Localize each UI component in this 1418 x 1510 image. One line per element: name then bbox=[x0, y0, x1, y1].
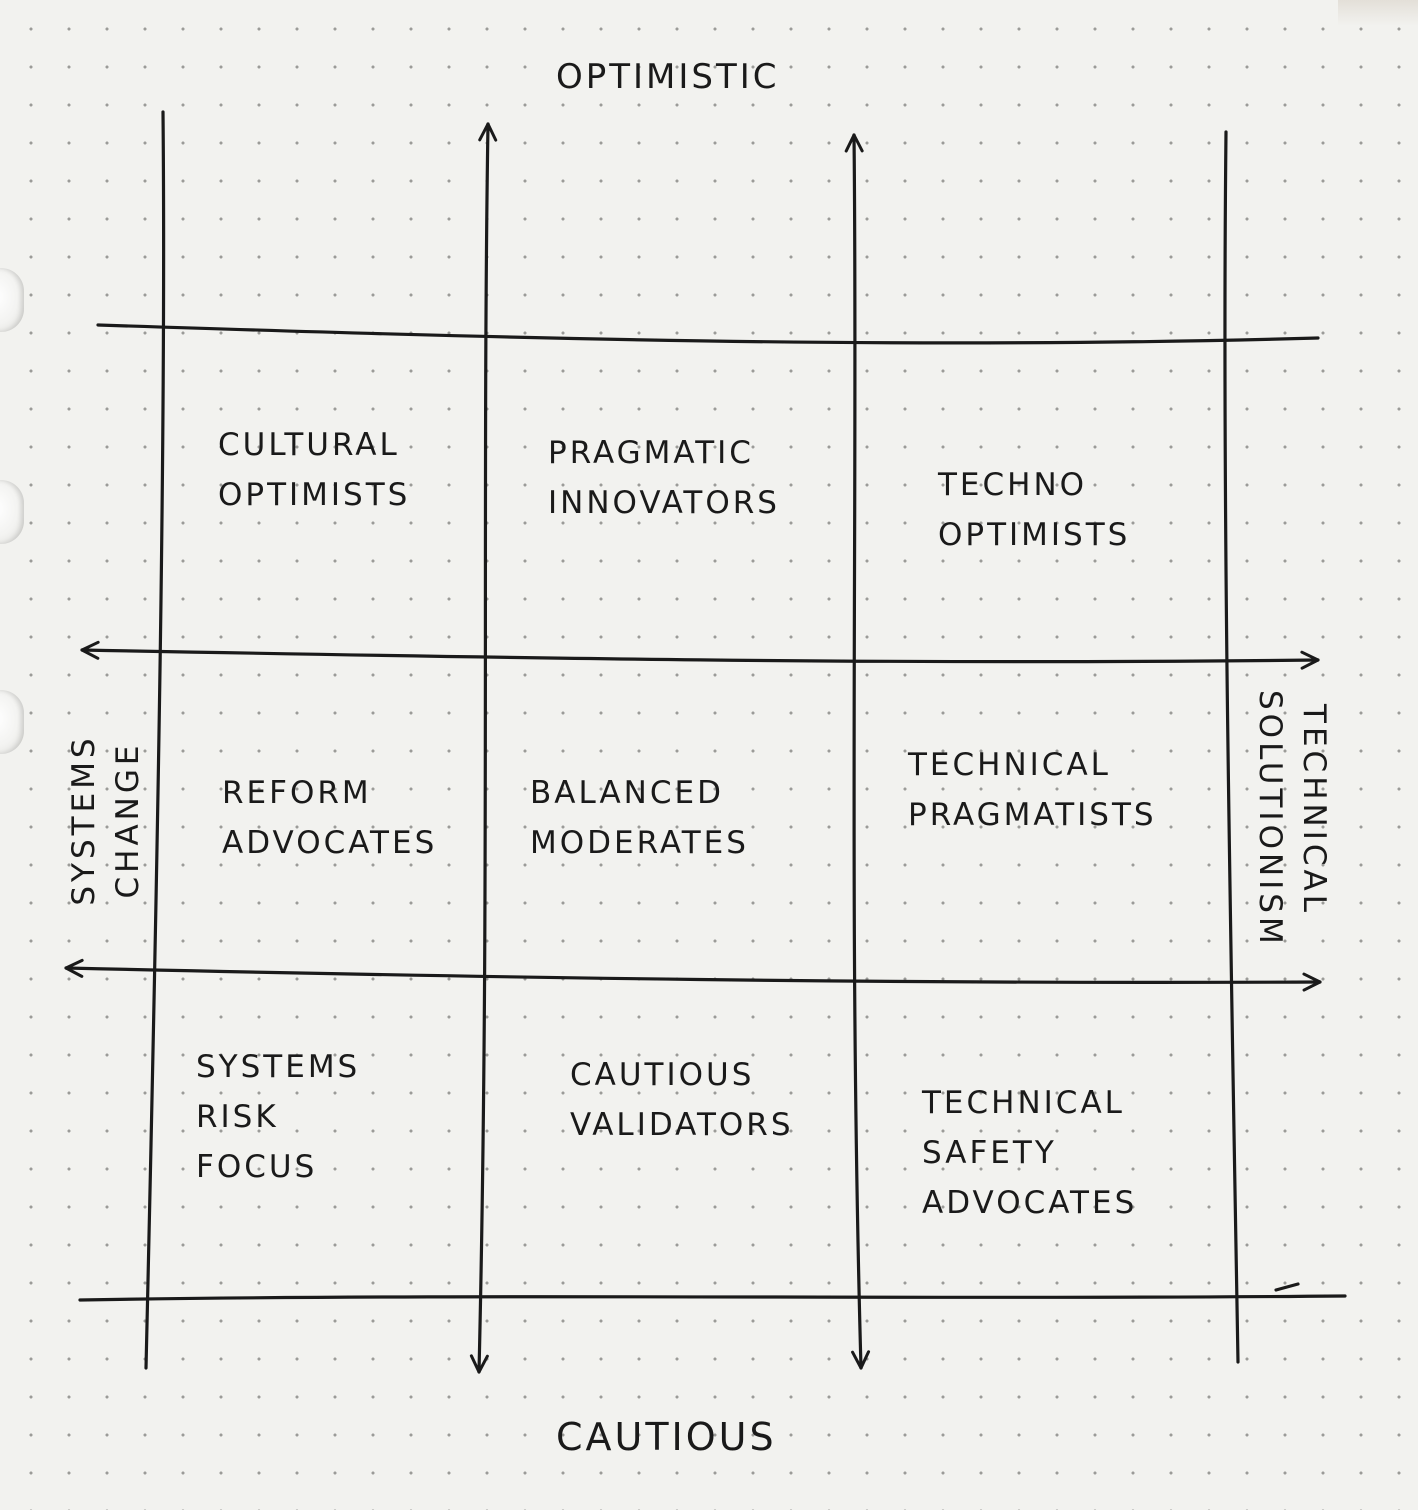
axis-label-bottom: CAUTIOUS bbox=[556, 1415, 777, 1459]
grid-line-top bbox=[96, 323, 1320, 345]
page-edge bbox=[1338, 0, 1418, 26]
cell-technical-safety-advocates: TECHNICAL SAFETY ADVOCATES bbox=[922, 1085, 1138, 1221]
axis-arrow-vertical-2 bbox=[844, 133, 871, 1370]
cell-pragmatic-innovators: PRAGMATIC INNOVATORS bbox=[548, 435, 780, 521]
cell-technical-pragmatists: TECHNICAL PRAGMATISTS bbox=[908, 747, 1157, 833]
binder-hole-3 bbox=[0, 690, 24, 754]
axis-arrow-horizontal-1 bbox=[80, 640, 1320, 670]
binder-hole-1 bbox=[0, 268, 24, 332]
axis-arrow-vertical-1 bbox=[469, 122, 498, 1374]
axis-arrow-horizontal-2 bbox=[64, 958, 1322, 992]
tick-mark bbox=[1274, 1282, 1300, 1292]
cell-cultural-optimists: CULTURAL OPTIMISTS bbox=[218, 427, 411, 513]
cell-systems-risk-focus: SYSTEMS RISK FOCUS bbox=[196, 1049, 361, 1185]
binder-hole-2 bbox=[0, 480, 24, 544]
axis-label-top: OPTIMISTIC bbox=[556, 57, 780, 97]
axis-label-left: SYSTEMS CHANGE bbox=[66, 734, 146, 906]
axis-label-right: TECHNICAL SOLUTIONISM bbox=[1252, 690, 1332, 948]
grid-line-right bbox=[1223, 130, 1240, 1364]
cell-reform-advocates: REFORM ADVOCATES bbox=[222, 775, 438, 861]
cell-techno-optimists: TECHNO OPTIMISTS bbox=[938, 467, 1131, 553]
grid-line-bottom bbox=[78, 1294, 1347, 1302]
cell-cautious-validators: CAUTIOUS VALIDATORS bbox=[570, 1057, 794, 1143]
cell-balanced-moderates: BALANCED MODERATES bbox=[530, 775, 749, 861]
